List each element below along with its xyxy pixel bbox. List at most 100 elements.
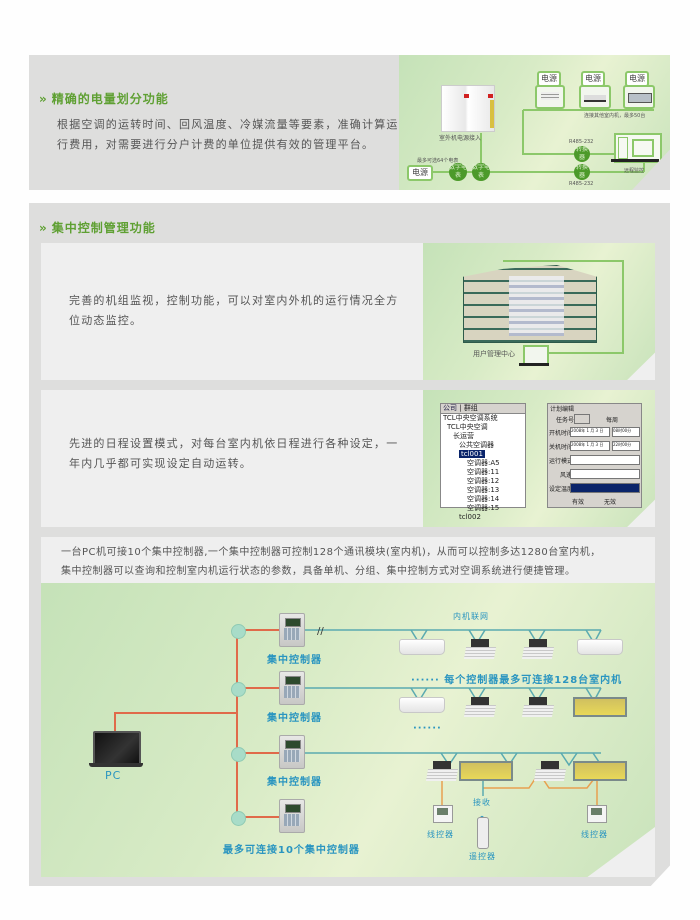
controller-label: 集中控制器 xyxy=(267,655,322,666)
remote-label: 遥控器 xyxy=(469,852,496,861)
section-electricity-title: »精确的电量划分功能 xyxy=(39,90,169,107)
section-central-control-title: »集中控制管理功能 xyxy=(39,219,156,236)
converter-node: 转换器 xyxy=(574,164,590,180)
outdoor-label: 室外机电源接入 xyxy=(439,135,482,142)
cassette-unit xyxy=(533,761,567,783)
rs-label: R485-232 xyxy=(569,181,594,187)
mode-input[interactable] xyxy=(570,455,640,465)
bus-node xyxy=(231,624,246,639)
tab-group[interactable]: 群组 xyxy=(463,404,478,412)
tree-item[interactable]: TCL中央空调 xyxy=(447,423,488,431)
tree-item[interactable]: 空调器:15 xyxy=(467,504,500,512)
tree-item[interactable]: 空调器:A5 xyxy=(467,459,500,467)
digital-meter-node: 数字电表 xyxy=(449,163,468,181)
tree-item[interactable]: 空调器:14 xyxy=(467,495,500,503)
task-input[interactable] xyxy=(574,414,590,424)
outdoor-unit-image xyxy=(441,85,495,132)
tab-company[interactable]: 公司 xyxy=(443,404,457,412)
stop-label: 关机时间 xyxy=(549,444,574,451)
duct-unit xyxy=(459,761,513,781)
schedule-form: 计划编辑 任务号 每周 开机时间 2008年 1 月 3 日 08时00分 关机… xyxy=(547,403,642,508)
indoor-unit-cassette xyxy=(535,85,565,109)
dots-label: ······ xyxy=(413,723,442,734)
title-text: 精确的电量划分功能 xyxy=(51,92,169,106)
tree-item[interactable]: 空调器:12 xyxy=(467,477,500,485)
start-date-input[interactable]: 2008年 1 月 3 日 xyxy=(570,427,610,437)
text-line: 位动态监控。 xyxy=(69,314,143,327)
building-diagram: 用户管理中心 xyxy=(423,243,655,380)
duct-unit xyxy=(573,761,627,781)
building-image xyxy=(463,265,597,343)
text-line: 先进的日程设置模式，对每台室内机依日程进行各种设定，一 xyxy=(69,437,399,450)
tree-item[interactable]: 空调器:13 xyxy=(467,486,500,494)
duct-unit xyxy=(573,697,627,717)
radio-invalid[interactable]: 无效 xyxy=(604,499,617,506)
electricity-diagram: 室外机电源接入 电源 电源 电源 连接其他室内机，最多50台 R485-232 … xyxy=(399,55,670,190)
wall-unit xyxy=(577,639,623,655)
text-line: 完善的机组监视，控制功能，可以对室内外机的运行情况全方 xyxy=(69,294,399,307)
monitor-icon xyxy=(614,133,662,163)
cassette-unit xyxy=(463,639,497,661)
software-screenshot-area: 公司 | 群组 TCL中央空调系统 TCL中央空调 长运营 公共空调器 tcl0… xyxy=(423,390,655,527)
wired-controller-label: 线控器 xyxy=(581,830,608,839)
fan-input[interactable] xyxy=(570,469,640,479)
tree-item[interactable]: 空调器:11 xyxy=(467,468,500,476)
tree-item-selected[interactable]: tcl001 xyxy=(459,450,485,458)
user-center-label: 用户管理中心 xyxy=(473,350,515,358)
weekly-checkbox[interactable]: 每周 xyxy=(606,417,619,424)
temp-select[interactable] xyxy=(570,483,640,493)
keyboard-icon xyxy=(611,159,659,162)
start-time-input[interactable]: 08时00分 xyxy=(612,427,640,437)
bus-node xyxy=(231,747,246,762)
rs-label: R485-232 xyxy=(569,139,594,145)
monitoring-block: 完善的机组监视，控制功能，可以对室内外机的运行情况全方 位动态监控。 用户管理中… xyxy=(41,243,655,380)
network-lines: // xyxy=(114,626,602,818)
section-electricity: »精确的电量划分功能 根据空调的运转时间、回风温度、冷媒流量等要素，准确计算运 … xyxy=(29,55,670,190)
wired-controller-icon xyxy=(587,805,607,823)
cassette-unit xyxy=(521,697,555,719)
double-chevron-icon: » xyxy=(39,221,48,235)
form-title: 计划编辑 xyxy=(550,406,575,413)
tree-item[interactable]: TCL中央空调系统 xyxy=(443,414,498,422)
bus-node xyxy=(231,811,246,826)
stop-date-input[interactable]: 2008年 1 月 3 日 xyxy=(570,441,610,451)
receive-label: 接收 xyxy=(473,798,491,807)
mode-label: 运行模式 xyxy=(549,458,574,465)
indoor-unit-duct xyxy=(623,85,655,109)
radio-valid[interactable]: 有效 xyxy=(572,499,585,506)
bus-node xyxy=(231,682,246,697)
cassette-unit xyxy=(463,697,497,719)
computer-icon xyxy=(523,345,549,365)
temp-label: 设定温度 xyxy=(549,486,574,493)
power-box: 电源 xyxy=(407,165,433,181)
central-controller-icon xyxy=(279,799,305,833)
double-chevron-icon: » xyxy=(39,92,48,106)
text-line: 一台PC机可接10个集中控制器,一个集中控制器可控制128个通讯模块(室内机)，… xyxy=(61,547,601,558)
signal-icon: ︿ xyxy=(477,807,488,822)
section-electricity-text: 根据空调的运转时间、回风温度、冷媒流量等要素，准确计算运 行费用，对需要进行分户… xyxy=(57,115,407,155)
schedule-text: 先进的日程设置模式，对每台室内机依日程进行各种设定，一 年内几乎都可实现设定自动… xyxy=(69,434,419,474)
start-label: 开机时间 xyxy=(549,430,574,437)
section-central-control: »集中控制管理功能 完善的机组监视，控制功能，可以对室内外机的运行情况全方 位动… xyxy=(29,203,670,886)
indoor-connect-label: 连接其他室内机，最多50台 xyxy=(584,113,646,119)
text-line: 年内几乎都可实现设定自动运转。 xyxy=(69,457,252,470)
tree-item[interactable]: 长运营 xyxy=(453,432,474,440)
stop-time-input[interactable]: 22时00分 xyxy=(612,441,640,451)
wall-unit xyxy=(399,697,445,713)
central-controller-icon xyxy=(279,613,305,647)
indoor-unit-ceiling xyxy=(579,85,611,109)
title-text: 集中控制管理功能 xyxy=(51,221,156,235)
network-text: 一台PC机可接10个集中控制器,一个集中控制器可控制128个通讯模块(室内机)，… xyxy=(61,543,601,581)
group-tree-panel: 公司 | 群组 TCL中央空调系统 TCL中央空调 长运营 公共空调器 tcl0… xyxy=(440,403,526,521)
wall-unit xyxy=(399,639,445,655)
controller-label: 集中控制器 xyxy=(267,777,322,788)
max-indoor-label: ······ 每个控制器最多可连接128台室内机 xyxy=(411,675,623,686)
cassette-unit xyxy=(521,639,555,661)
converter-node: 转换器 xyxy=(574,146,590,162)
pc-label: PC xyxy=(105,769,122,782)
controller-label: 集中控制器 xyxy=(267,713,322,724)
tree-item[interactable]: tcl002 xyxy=(459,513,481,521)
tree-tabs: 公司 | 群组 xyxy=(441,404,525,414)
text-line: 根据空调的运转时间、回风温度、冷媒流量等要素，准确计算运 xyxy=(57,118,399,131)
tree-item[interactable]: 公共空调器 xyxy=(459,441,494,449)
